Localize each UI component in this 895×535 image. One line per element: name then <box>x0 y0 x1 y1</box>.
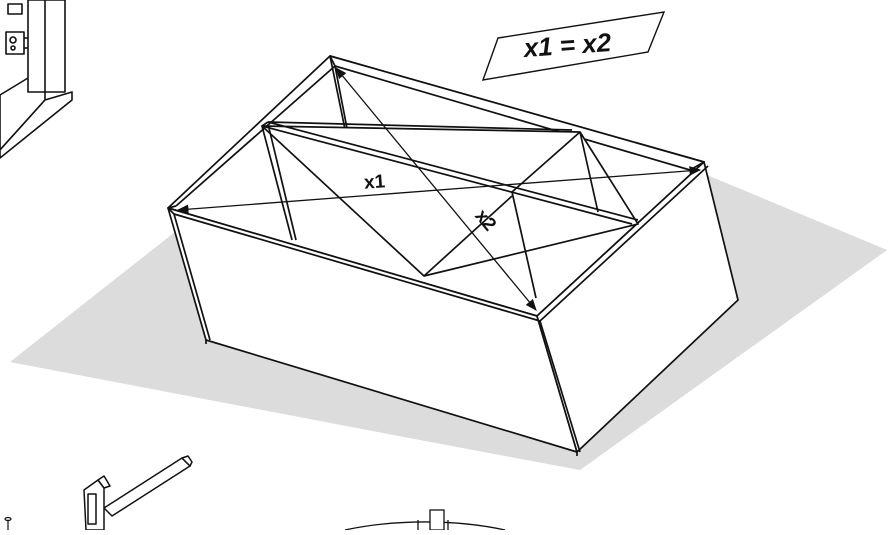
hammer-icon <box>83 455 193 531</box>
equation-box: x1 = x2 <box>481 11 666 81</box>
equation-text: x1 = x2 <box>521 27 613 63</box>
nail-icon <box>4 516 12 530</box>
cabinet-corner-icon <box>0 0 73 159</box>
dowel-detail-icon <box>344 509 506 531</box>
diagonal-x1-label: x1 <box>363 171 386 193</box>
